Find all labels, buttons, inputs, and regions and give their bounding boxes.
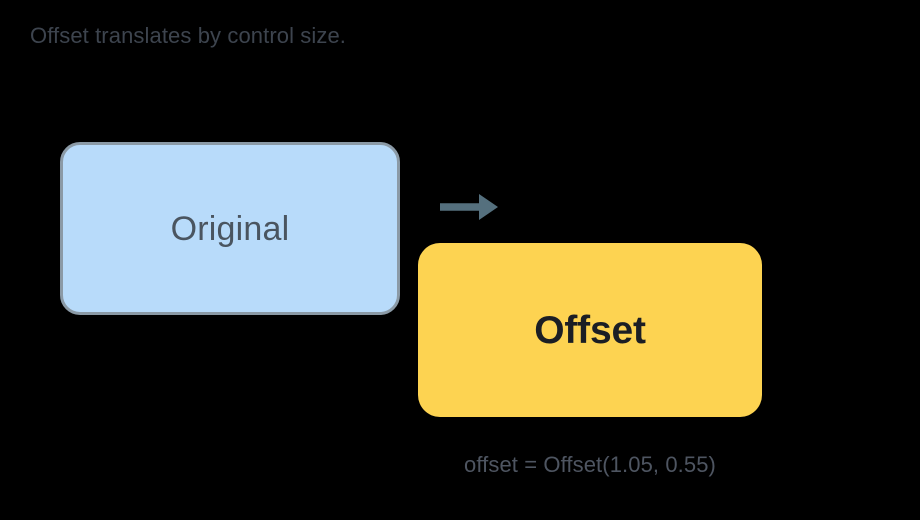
arrow-right-path — [440, 194, 498, 220]
original-control-box: Original — [60, 142, 400, 315]
original-control-label: Original — [170, 209, 290, 248]
offset-control-label: Offset — [534, 308, 646, 352]
arrow-right-icon — [438, 189, 500, 225]
offset-control-box: Offset — [418, 243, 762, 417]
page-title: Offset translates by control size. — [30, 23, 347, 48]
arrow-right-svg — [440, 194, 498, 220]
offset-formula-caption: offset = Offset(1.05, 0.55) — [464, 452, 716, 477]
